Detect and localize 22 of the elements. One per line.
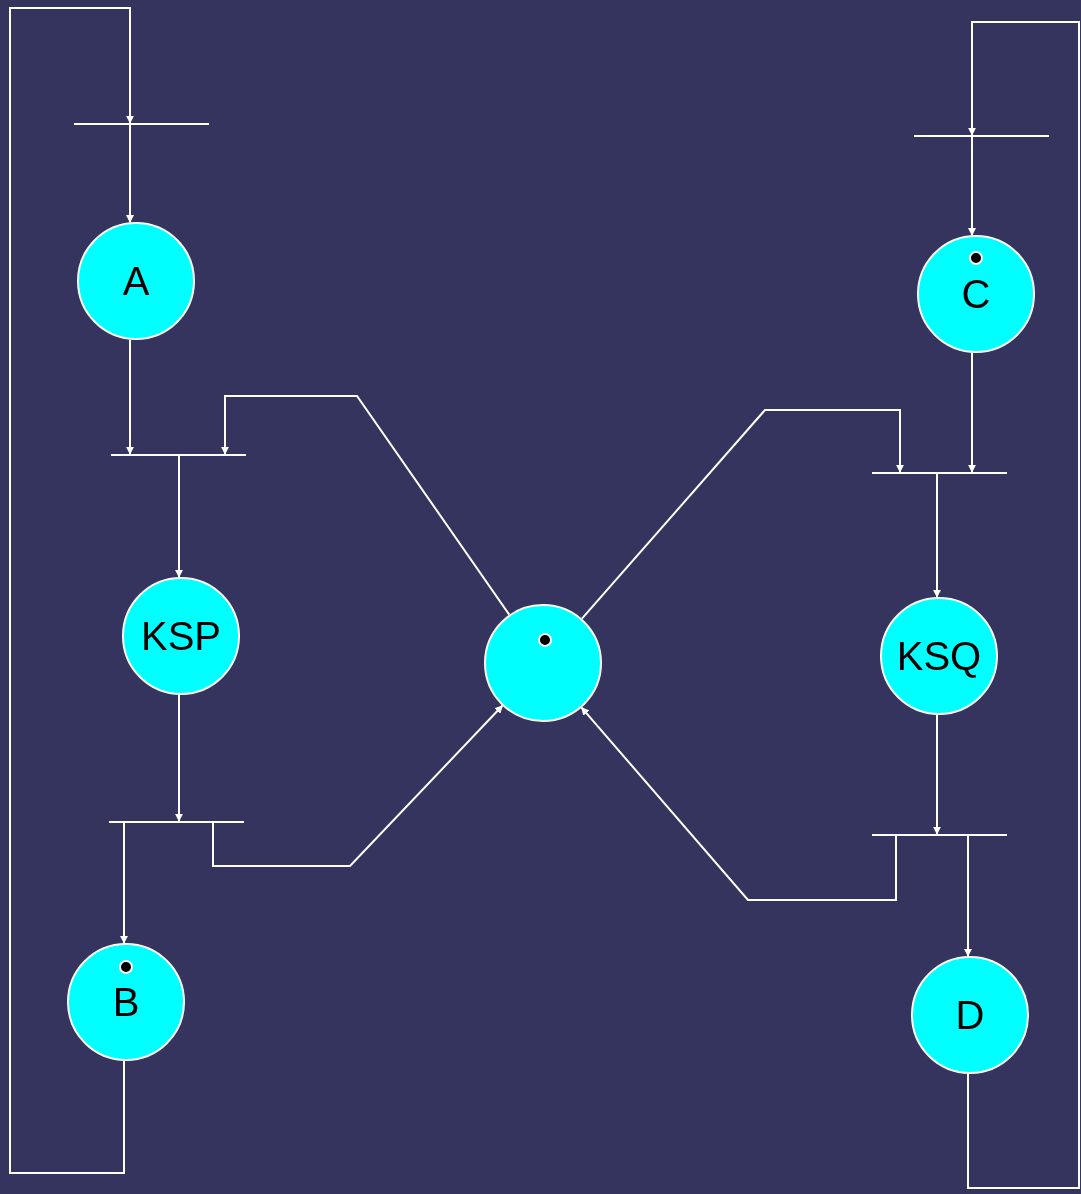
- arrow: [580, 706, 897, 901]
- arrow: [964, 835, 972, 958]
- arrow: [967, 21, 1080, 1189]
- arrow: [126, 338, 134, 455]
- arrow: [580, 409, 904, 620]
- arrow: [968, 136, 976, 237]
- arrow: [968, 351, 976, 473]
- place-label: KSQ: [896, 636, 982, 676]
- place-label: C: [961, 274, 991, 314]
- arrow: [175, 693, 183, 822]
- place-label: D: [955, 995, 985, 1035]
- arrow: [175, 455, 183, 579]
- place-label: B: [112, 982, 140, 1022]
- arrow: [933, 473, 941, 599]
- arrow: [212, 704, 504, 867]
- arrow: [221, 395, 511, 616]
- arrow: [9, 7, 134, 1174]
- arrow: [120, 822, 128, 945]
- place-label: KSP: [140, 616, 221, 656]
- place-label: A: [122, 261, 150, 301]
- arrow: [933, 713, 941, 835]
- arrow: [126, 124, 134, 224]
